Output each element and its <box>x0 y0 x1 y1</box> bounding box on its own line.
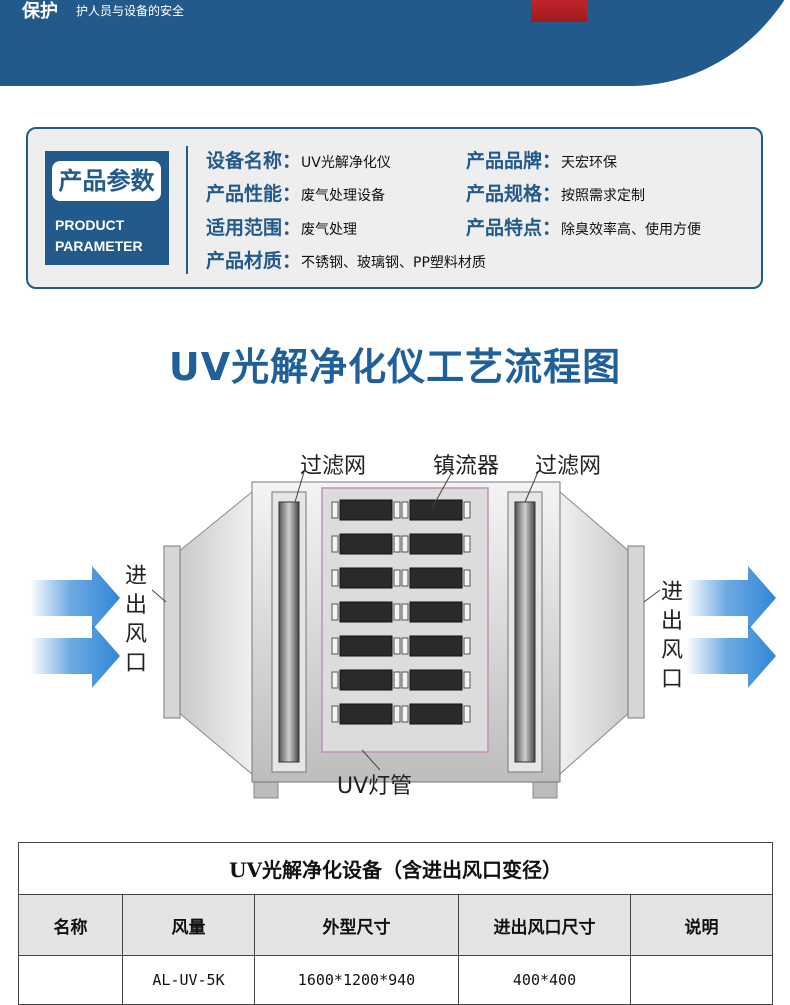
label-filter-left: 过滤网 <box>300 454 367 479</box>
outlet-arrow-bottom <box>686 624 776 688</box>
lamp-cap <box>401 535 409 553</box>
uv-lamp <box>409 601 463 623</box>
lamp-cap <box>463 705 471 723</box>
cell-port-size: 400*400 <box>458 955 631 1005</box>
header-port-size: 进出风口尺寸 <box>458 894 631 956</box>
label-uv-lamp: UV灯管 <box>337 774 413 799</box>
uv-lamp <box>409 669 463 691</box>
param-performance: 产品性能：废气处理设备 <box>206 183 386 205</box>
cell-name <box>18 955 123 1005</box>
uv-lamp <box>409 703 463 725</box>
lamp-cap <box>331 671 339 689</box>
leader-filter-right <box>524 471 539 503</box>
uv-lamp-grid <box>331 499 471 725</box>
param-material: 产品材质：不锈钢、玻璃钢、PP塑料材质 <box>206 250 486 272</box>
uv-lamp <box>409 533 463 555</box>
lamp-cap <box>401 637 409 655</box>
leader-filter-left <box>294 471 305 503</box>
lamp-cap <box>463 637 471 655</box>
uv-lamp <box>339 703 393 725</box>
uv-lamp <box>339 567 393 589</box>
lamp-cap <box>401 671 409 689</box>
banner-background <box>0 0 790 86</box>
uv-lamp <box>339 499 393 521</box>
uv-lamp <box>339 669 393 691</box>
leader-ballast <box>431 471 453 509</box>
lamp-cap <box>463 603 471 621</box>
badge-title-cn: 产品参数 <box>52 161 161 201</box>
inlet-arrow-bottom <box>30 624 120 688</box>
param-spec: 产品规格：按照需求定制 <box>466 183 646 205</box>
divider <box>186 146 188 274</box>
lamp-cap <box>463 569 471 587</box>
uv-lamp <box>339 533 393 555</box>
left-cone <box>177 490 253 776</box>
process-diagram: 过滤网 镇流器 过滤网 UV灯管 进 出 风 口 进 出 风 口 <box>0 430 790 810</box>
lamp-cap <box>401 705 409 723</box>
parameter-badge: 产品参数 PRODUCT PARAMETER <box>45 151 169 265</box>
table-title: UV光解净化设备（含进出风口变径） <box>17 842 774 895</box>
param-brand: 产品品牌：天宏环保 <box>466 150 618 172</box>
lamp-cap <box>393 603 401 621</box>
right-filter <box>514 501 536 763</box>
header-notes: 说明 <box>629 894 774 956</box>
lamp-cap <box>331 603 339 621</box>
label-inlet: 进 出 风 口 <box>124 564 147 676</box>
right-cone <box>559 490 631 776</box>
product-parameter-panel: 产品参数 PRODUCT PARAMETER 设备名称：UV光解净化仪 产品品牌… <box>26 127 763 289</box>
left-filter <box>278 501 300 763</box>
cell-dimensions: 1600*1200*940 <box>254 955 459 1005</box>
lamp-cap <box>393 569 401 587</box>
lamp-cap <box>331 637 339 655</box>
lamp-cap <box>393 637 401 655</box>
device-illustration <box>30 471 776 799</box>
label-outlet: 进 出 风 口 <box>660 580 683 692</box>
table-row: AL-UV-5K 1600*1200*940 400*400 <box>18 955 774 1005</box>
leader-uv-lamp <box>361 749 381 771</box>
param-device-name: 设备名称：UV光解净化仪 <box>206 150 391 172</box>
lamp-cap <box>393 535 401 553</box>
lamp-cap <box>331 501 339 519</box>
banner-title: 保护 <box>22 1 58 22</box>
lamp-cap <box>393 501 401 519</box>
lamp-cap <box>463 671 471 689</box>
inlet-arrow-top <box>30 566 120 630</box>
lamp-cap <box>393 705 401 723</box>
section-title: UV光解净化仪工艺流程图 <box>168 345 622 389</box>
param-feature: 产品特点：除臭效率高、使用方便 <box>466 217 702 239</box>
cell-airflow: AL-UV-5K <box>122 955 255 1005</box>
cell-notes <box>629 955 774 1005</box>
lamp-cap <box>401 603 409 621</box>
outlet-arrow-top <box>686 566 776 630</box>
leader-outlet <box>643 589 661 603</box>
lamp-cap <box>331 705 339 723</box>
header-dimensions: 外型尺寸 <box>254 894 459 956</box>
uv-lamp <box>409 635 463 657</box>
header-name: 名称 <box>18 894 123 956</box>
uv-lamp <box>409 567 463 589</box>
label-ballast: 镇流器 <box>433 454 500 479</box>
right-flange <box>627 545 645 719</box>
top-banner: 保护 护人员与设备的安全 <box>0 0 790 86</box>
lamp-cap <box>401 501 409 519</box>
badge-title-en: PRODUCT PARAMETER <box>55 217 143 254</box>
lamp-cap <box>401 569 409 587</box>
left-flange <box>163 545 181 719</box>
flag-icon <box>531 0 587 22</box>
banner-subtitle: 护人员与设备的安全 <box>76 4 185 18</box>
label-filter-right: 过滤网 <box>535 454 602 479</box>
uv-lamp <box>339 601 393 623</box>
header-airflow: 风量 <box>122 894 255 956</box>
lamp-cap <box>331 535 339 553</box>
leader-inlet <box>151 589 167 603</box>
spec-table: UV光解净化设备（含进出风口变径） 名称 风量 外型尺寸 进出风口尺寸 说明 A… <box>17 842 774 1005</box>
uv-lamp <box>339 635 393 657</box>
lamp-cap <box>463 501 471 519</box>
lamp-cap <box>331 569 339 587</box>
uv-lamp <box>409 499 463 521</box>
lamp-cap <box>393 671 401 689</box>
param-scope: 适用范围：废气处理 <box>206 217 358 239</box>
table-header-row: 名称 风量 外型尺寸 进出风口尺寸 说明 <box>18 894 774 956</box>
lamp-cap <box>463 535 471 553</box>
